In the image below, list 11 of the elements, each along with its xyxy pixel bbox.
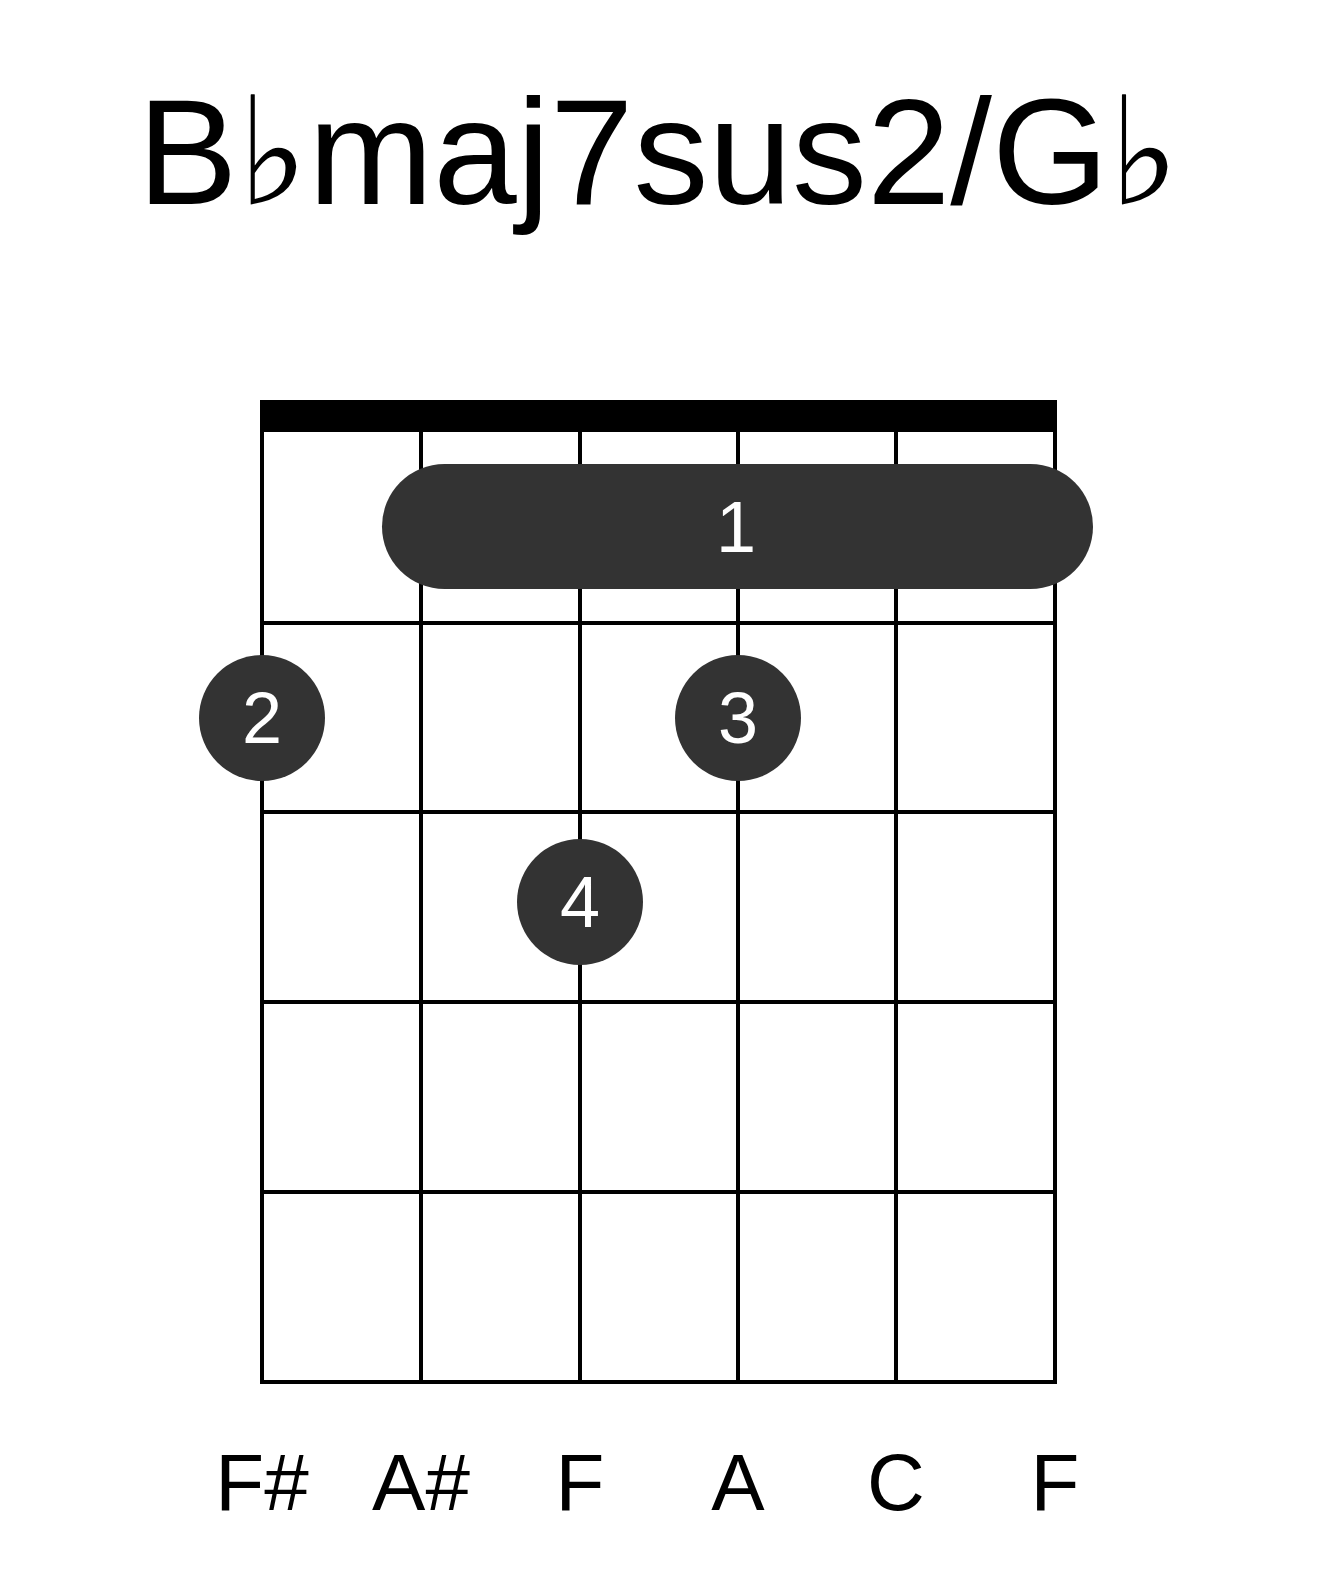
- string-note-label: A#: [371, 1443, 471, 1523]
- string-note-label: A: [710, 1443, 766, 1523]
- finger-dot: 3: [675, 655, 801, 781]
- finger-dot: 4: [517, 839, 643, 965]
- string-note-label: F: [554, 1443, 606, 1523]
- finger-dot: 2: [199, 655, 325, 781]
- string-note-label: F#: [214, 1443, 310, 1523]
- string-note-label: F: [1029, 1443, 1081, 1523]
- chord-title: B♭maj7sus2/G♭: [136, 70, 1181, 235]
- barre-finger-bar: 1: [382, 464, 1093, 589]
- string-note-label: C: [866, 1443, 926, 1523]
